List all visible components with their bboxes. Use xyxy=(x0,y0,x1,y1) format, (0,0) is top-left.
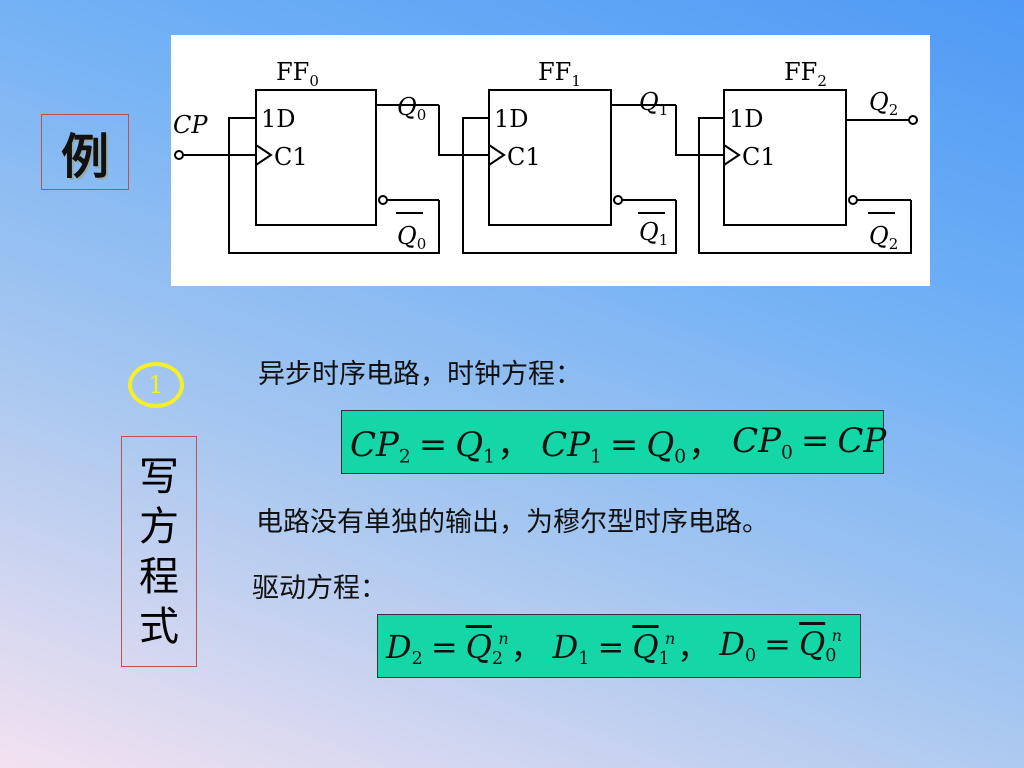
circuit-diagram: CP 1D C1 FF0 Q0 Q0 1D C1 FF1 Q1 Q1 xyxy=(171,35,930,286)
ff1-qbar-index: 1 xyxy=(659,231,669,249)
ff0-name: FF xyxy=(276,58,309,86)
step-label-box: 写 方 程 式 xyxy=(121,436,197,667)
svg-text:Q1: Q1 xyxy=(639,218,668,249)
step-number: 1 xyxy=(148,371,164,399)
ff0-index: 0 xyxy=(309,72,319,90)
ff2-qbar-index: 2 xyxy=(889,235,899,253)
flipflop-ff0: 1D C1 FF0 Q0 Q0 xyxy=(228,58,489,254)
text-line-1: 异步时序电路，时钟方程： xyxy=(258,359,582,390)
ff2-name: FF xyxy=(784,58,817,86)
ff0-qbar: Q xyxy=(397,222,417,250)
ff0-qbar-index: 0 xyxy=(417,235,427,253)
drive-equation: D2=Q2n， D1=Q1n， D0=Q0n xyxy=(377,614,861,678)
step-char: 方 xyxy=(139,503,179,550)
ff2-index: 2 xyxy=(817,72,827,90)
ff1-d-label: 1D xyxy=(494,105,529,133)
ff2-c-label: C1 xyxy=(742,143,776,171)
ff2-qbar: Q xyxy=(869,222,889,250)
svg-text:FF2: FF2 xyxy=(784,58,827,90)
ff1-index: 1 xyxy=(571,72,581,90)
ff1-c-label: C1 xyxy=(507,143,541,171)
ff2-q: Q xyxy=(869,88,889,116)
text-line-3: 驱动方程： xyxy=(252,573,387,604)
step-char: 写 xyxy=(139,453,179,500)
eq-term: CP1=Q0， xyxy=(541,424,723,468)
ff2-d-label: 1D xyxy=(729,105,764,133)
title-label: 例 xyxy=(60,129,109,185)
ff0-d-label: 1D xyxy=(261,105,296,133)
ff0-c-label: C1 xyxy=(274,143,308,171)
svg-text:FF0: FF0 xyxy=(276,58,319,90)
ff1-q: Q xyxy=(639,88,659,116)
flipflop-ff2: 1D C1 FF2 Q2 Q2 xyxy=(698,58,918,254)
step-char: 式 xyxy=(139,603,179,650)
step-char: 程 xyxy=(139,553,179,600)
svg-text:FF1: FF1 xyxy=(538,58,581,90)
ff0-q: Q xyxy=(397,93,417,121)
ff1-name: FF xyxy=(538,58,571,86)
svg-text:Q0: Q0 xyxy=(397,93,426,124)
cp-input-terminal xyxy=(174,150,184,160)
title-box: 例 xyxy=(41,114,129,190)
step-number-circle: 1 xyxy=(128,362,184,408)
svg-text:Q1: Q1 xyxy=(639,88,668,119)
svg-text:Q2: Q2 xyxy=(869,88,898,119)
eq-term: D2=Q2n， xyxy=(386,628,543,670)
flipflop-ff1: 1D C1 FF1 Q1 Q1 xyxy=(462,58,724,254)
ff1-q-index: 1 xyxy=(659,101,669,119)
cp-input-label: CP xyxy=(173,111,208,139)
eq-term: CP0=CP xyxy=(732,420,887,464)
svg-text:Q0: Q0 xyxy=(397,222,426,253)
eq-term: D0=Q0n xyxy=(719,625,842,667)
clock-equation: CP2=Q1， CP1=Q0， CP0=CP xyxy=(341,410,887,474)
svg-text:Q2: Q2 xyxy=(869,222,898,253)
text-line-2: 电路没有单独的输出，为穆尔型时序电路。 xyxy=(256,507,769,538)
ff2-q-index: 2 xyxy=(889,101,899,119)
eq-term: CP2=Q1， xyxy=(350,424,532,468)
ff1-qbar: Q xyxy=(639,218,659,246)
ff0-q-index: 0 xyxy=(417,106,427,124)
eq-term: D1=Q1n， xyxy=(552,628,710,670)
